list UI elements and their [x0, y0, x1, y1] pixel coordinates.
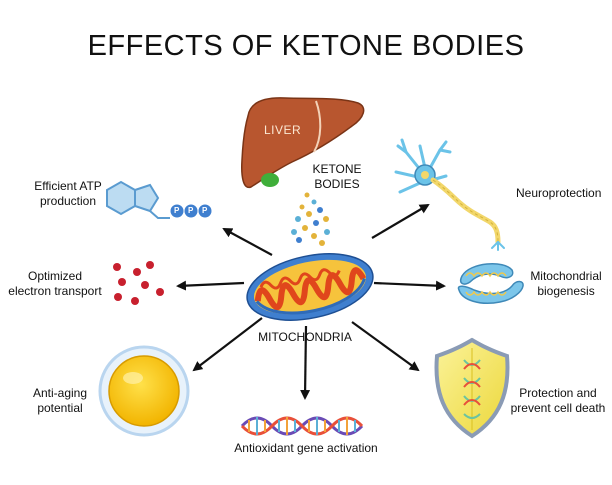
- phosphate-label: P: [188, 206, 194, 215]
- effect-label-antioxidant: Antioxidant gene activation: [234, 441, 378, 455]
- shield-icon: [434, 337, 510, 439]
- mitochondria-label: MITOCHONDRIA: [258, 330, 352, 344]
- neuron-icon: [394, 138, 505, 251]
- liver-label: LIVER: [264, 123, 302, 137]
- arrow-protection: [351, 321, 420, 372]
- mitochondrion-icon: [246, 253, 374, 321]
- arrow-biogenesis: [373, 280, 446, 291]
- effect-label-protection: Protection and prevent cell death: [510, 386, 606, 415]
- effect-label-electron-transport: Optimized electron transport: [8, 269, 102, 298]
- electron-particles-icon: [113, 261, 164, 305]
- ketone-bodies-label: KETONE BODIES: [312, 162, 362, 191]
- effect-label-neuroprotection: Neuroprotection: [516, 186, 602, 200]
- ketone-molecules-icon: [291, 192, 330, 246]
- cell-icon: [98, 345, 190, 437]
- arrow-electron: [176, 280, 245, 291]
- page-title: EFFECTS OF KETONE BODIES: [87, 30, 525, 62]
- phosphate-label: P: [174, 206, 180, 215]
- mitochondria-pair-icon: [457, 263, 524, 304]
- phosphate-label: P: [202, 206, 208, 215]
- atp-molecule-icon: [106, 180, 212, 219]
- arrow-atp: [222, 228, 273, 256]
- effect-label-anti-aging: Anti-aging potential: [32, 386, 88, 415]
- arrow-anti-aging: [192, 317, 263, 372]
- effect-label-atp: Efficient ATP production: [34, 179, 102, 208]
- effect-label-biogenesis: Mitochondrial biogenesis: [530, 269, 602, 298]
- arrow-antioxidant: [300, 325, 311, 400]
- dna-helix-icon: [240, 416, 364, 436]
- liver-icon: [241, 97, 365, 189]
- arrow-neuroprotection: [371, 203, 430, 239]
- effect-arrows: [176, 203, 446, 400]
